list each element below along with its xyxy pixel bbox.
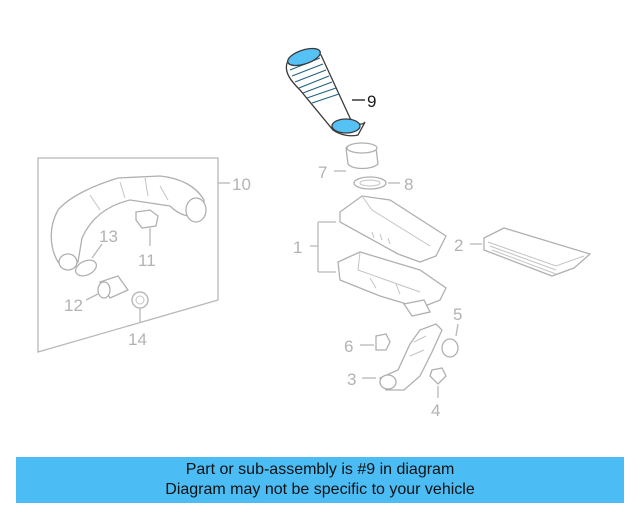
banner-line-part-number: Part or sub-assembly is #9 in diagram [185, 461, 455, 478]
callout-11: 11 [138, 251, 156, 270]
callout-7: 7 [318, 163, 327, 182]
callout-3: 3 [347, 370, 356, 389]
part-9-hose-end [331, 118, 361, 134]
callout-10: 10 [232, 175, 251, 194]
part-4-clip [429, 367, 447, 398]
leader-1 [310, 221, 336, 273]
callout-13: 13 [99, 227, 118, 246]
part-9-hose-opening [287, 47, 321, 67]
callout-1: 1 [293, 238, 302, 257]
callout-2: 2 [454, 236, 463, 255]
parts-diagram: 9 10 11 13 12 14 7 [37, 45, 592, 420]
part-11-sensor [135, 209, 159, 246]
info-banner: Part or sub-assembly is #9 in diagram Di… [16, 457, 624, 503]
part-5-cap [441, 323, 459, 358]
part-1-air-box [337, 195, 447, 317]
callout-5: 5 [453, 305, 462, 324]
callout-12: 12 [64, 296, 83, 315]
callout-4: 4 [431, 401, 440, 420]
part-9-intake-hose[interactable] [285, 45, 366, 137]
part-12-coupler [85, 275, 129, 301]
callout-9: 9 [367, 92, 376, 111]
part-13-clamp [74, 243, 103, 277]
callout-14: 14 [128, 330, 147, 349]
part-10-air-duct [50, 175, 207, 271]
part-14-clamp [131, 291, 149, 322]
part-10-group-frame [37, 157, 230, 353]
part-8-seal [353, 176, 400, 190]
part-2-filter [470, 227, 592, 277]
banner-line-disclaimer: Diagram may not be specific to your vehi… [165, 481, 475, 498]
callout-8: 8 [404, 175, 413, 194]
part-7-connector [334, 142, 379, 172]
callout-6: 6 [344, 337, 353, 356]
part-6-grommet [360, 333, 391, 351]
part-3-inlet-duct [362, 323, 443, 391]
